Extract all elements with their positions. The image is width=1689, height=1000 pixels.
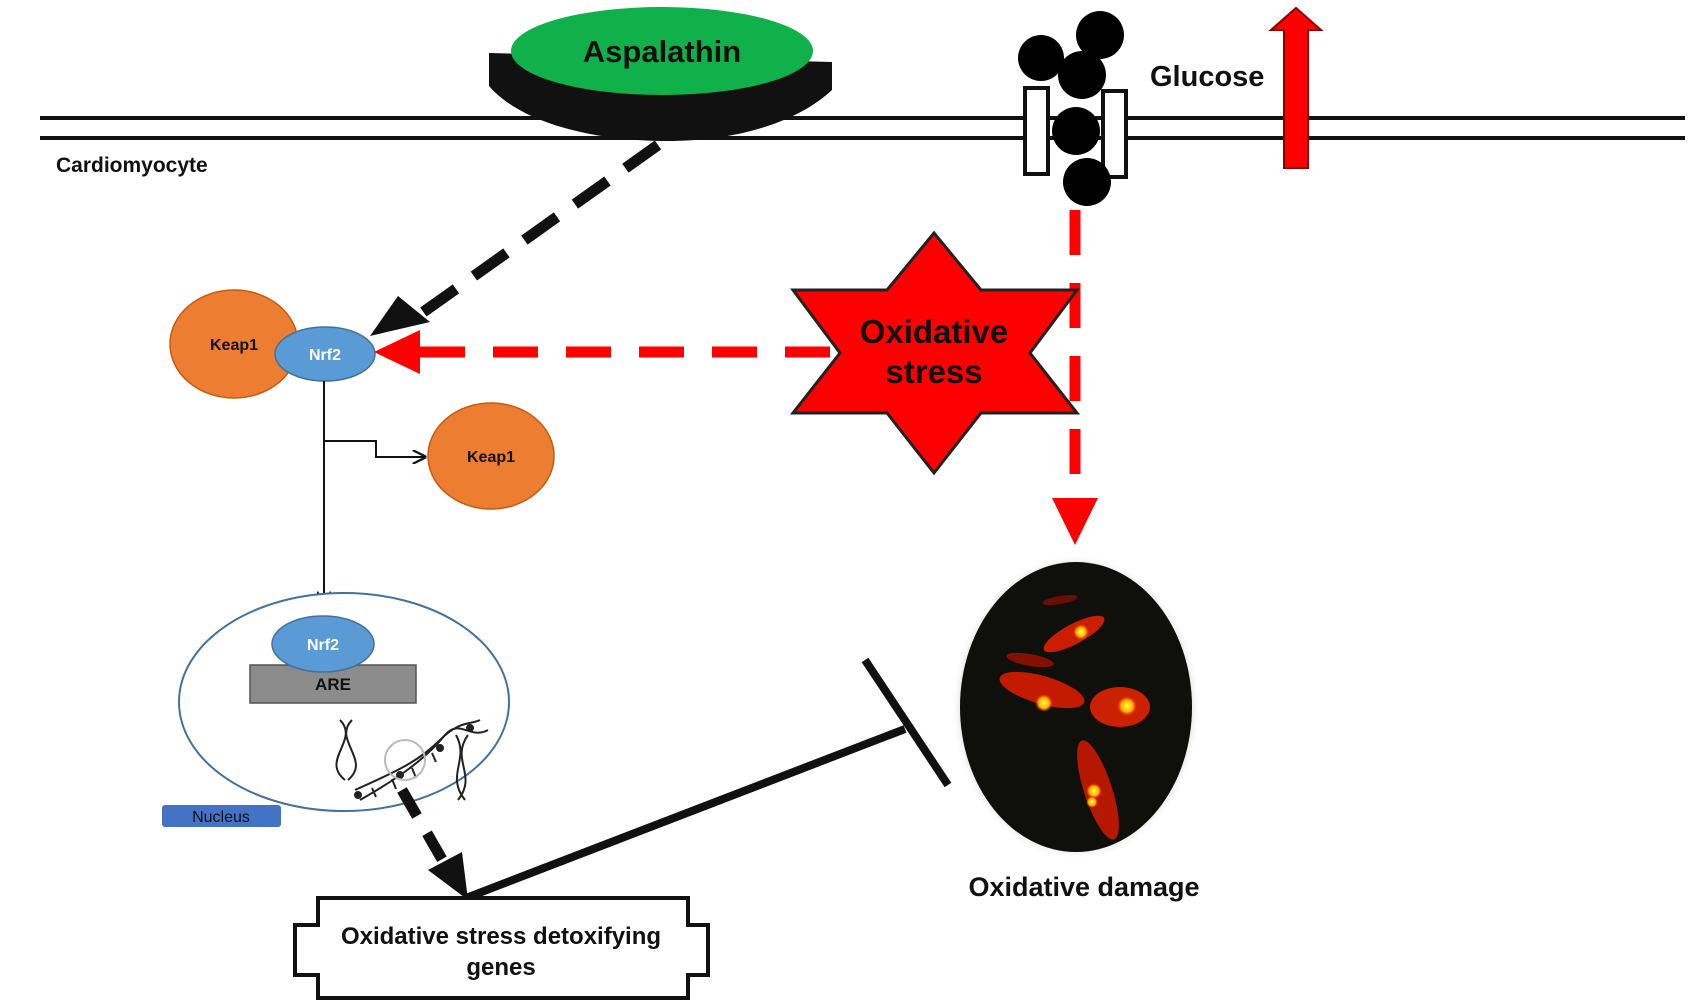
glucose-label: Glucose [1150,61,1264,93]
glucose-molecule [1058,51,1106,99]
glucose-transporter [1018,11,1128,206]
glucose-molecule [1018,35,1064,81]
keap1-free [427,402,555,510]
keap1-nrf2-complex: Keap1 Nrf2 [169,289,376,399]
aspalathin-to-nrf2-arrow [370,140,662,336]
oxidative-stress-star: Oxidative stress [789,230,1081,476]
aspalathin-label: Aspalathin [583,34,741,69]
nrf2-nuclear [271,615,375,673]
oxidative-stress-label-line2: stress [885,353,982,390]
glucose-molecule [1076,11,1124,59]
svg-text:Keap1: Keap1 [210,337,258,354]
oxidative-damage-image [952,554,1200,860]
detox-genes-box: Oxidative stress detoxifying genes [293,896,710,1000]
genes-label-line1: Oxidative stress detoxifying [341,923,661,950]
oxidative-damage-label: Oxidative damage [968,872,1199,902]
keap1-free-label: Keap1 [467,449,515,466]
genes-label-line2: genes [466,954,535,981]
cell-membrane [40,116,1685,140]
nucleus: ARE Nrf2 [178,592,510,812]
aspalathin-molecule [511,7,813,95]
are-element [249,664,417,704]
aspalathin-receptor: Aspalathin [489,7,832,142]
glucose-to-damage-arrow [1052,210,1098,545]
nucleus-tag [162,805,281,827]
svg-text:Nrf2: Nrf2 [307,637,339,654]
oxidative-stress-label-line1: Oxidative [860,313,1009,350]
glucose-increase-arrow [1268,6,1324,169]
glucose-molecule [1063,158,1111,206]
stress-to-nrf2-arrow [374,330,830,374]
svg-text:ARE: ARE [315,675,351,694]
cardiomyocyte-label: Cardiomyocyte [56,154,208,177]
nucleus-label: Nucleus [192,809,250,826]
glucose-molecule [1052,107,1100,155]
genes-inhibit-damage [464,657,952,902]
dna-helix-icon [335,719,489,801]
dna-to-genes-arrow [397,787,468,900]
svg-text:Nrf2: Nrf2 [309,347,341,364]
nrf2-dissociation-arrows [324,381,425,604]
